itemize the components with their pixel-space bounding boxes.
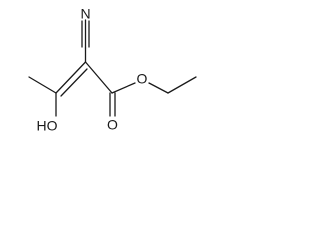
carbonyl-oxygen-label: O [107,117,118,133]
chemical-structure: N HO O O [28,6,197,134]
c3-c2-double-bond [55,61,88,97]
ch2-ch3-bond [167,76,197,94]
carbonyl-double-bond [109,92,116,117]
hydroxyl-label: HO [37,118,58,134]
ester-oxygen-label: O [137,71,148,87]
c1-ester-oxygen-bond [111,82,136,94]
c2-c1-bond [84,61,113,94]
methyl-c3-bond [28,76,57,94]
ester-oxygen-ch2-bond [148,82,169,94]
nitrile-triple-bond [81,19,90,49]
nitrogen-label: N [80,6,90,22]
